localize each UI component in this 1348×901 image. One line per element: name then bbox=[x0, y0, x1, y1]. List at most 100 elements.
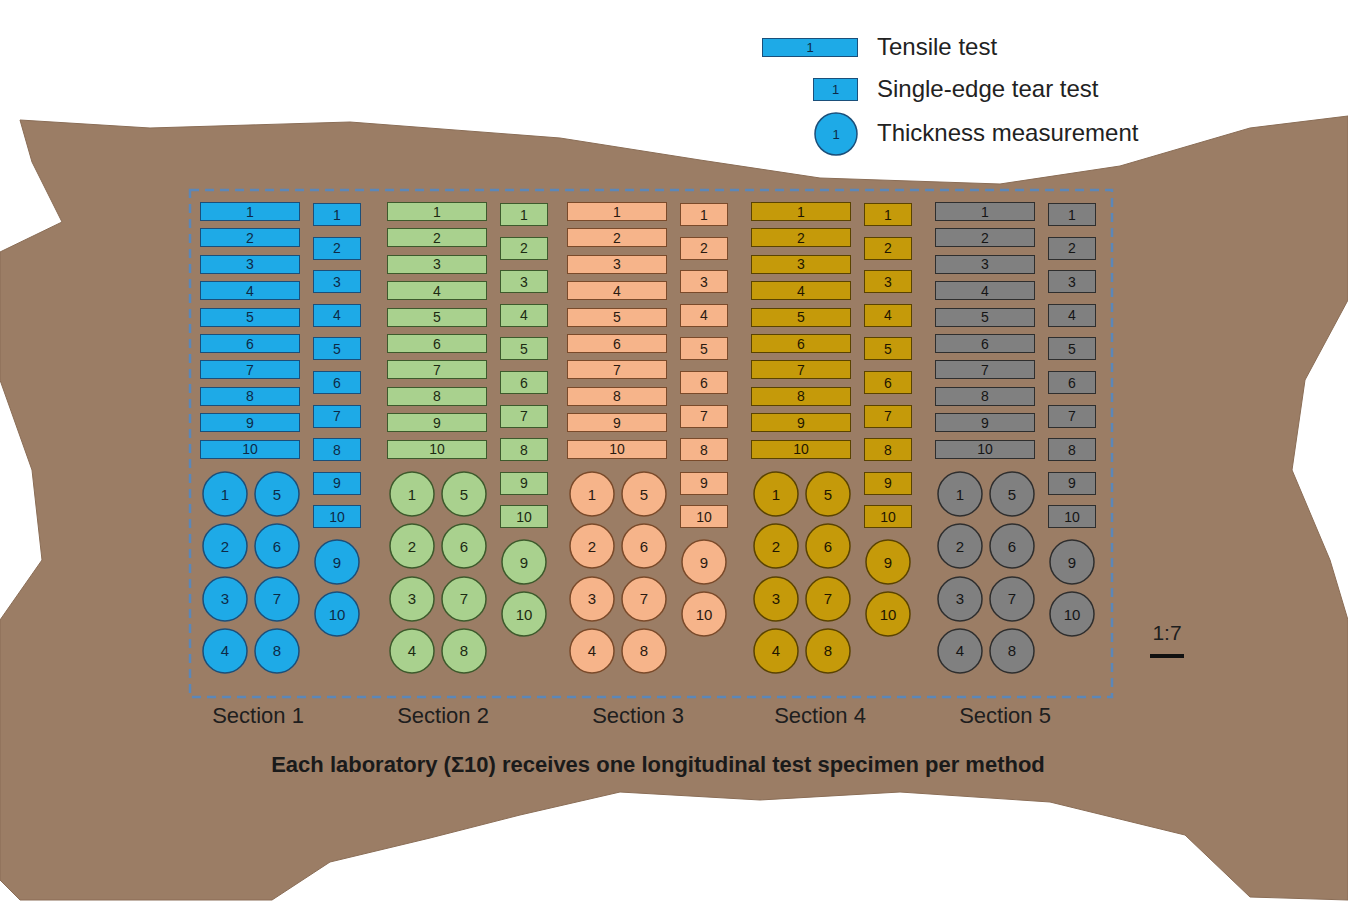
tear-specimen: 2 bbox=[500, 237, 548, 260]
thickness-specimen: 6 bbox=[621, 523, 667, 569]
hide-outline bbox=[0, 116, 1348, 900]
specimen-number: 2 bbox=[613, 231, 621, 245]
legend-text: Thickness measurement bbox=[877, 120, 1138, 146]
specimen-outline bbox=[990, 472, 1034, 516]
specimen-number: 10 bbox=[516, 510, 532, 524]
specimen-number: 3 bbox=[408, 591, 416, 606]
specimen-number: 1 bbox=[588, 487, 596, 502]
tensile-specimen: 1 bbox=[200, 202, 300, 221]
tear-specimen: 5 bbox=[500, 337, 548, 360]
specimen-number: 3 bbox=[700, 275, 708, 289]
specimen-number: 1 bbox=[246, 205, 254, 219]
tensile-specimen: 2 bbox=[935, 228, 1035, 247]
specimen-outline bbox=[502, 592, 546, 636]
specimen-number: 9 bbox=[520, 555, 528, 570]
thickness-specimen: 1 bbox=[937, 471, 983, 517]
tear-specimen: 1 bbox=[864, 203, 912, 226]
specimen-number: 10 bbox=[242, 442, 258, 456]
specimen-outline bbox=[990, 577, 1034, 621]
specimen-number: 2 bbox=[333, 241, 341, 255]
specimen-number: 7 bbox=[520, 409, 528, 423]
tensile-specimen: 2 bbox=[387, 228, 487, 247]
specimen-outline bbox=[806, 472, 850, 516]
tensile-specimen: 10 bbox=[567, 440, 667, 459]
specimen-number: 10 bbox=[609, 442, 625, 456]
specimen-outline bbox=[203, 577, 247, 621]
specimen-outline bbox=[390, 524, 434, 568]
specimen-number: 1 bbox=[613, 205, 621, 219]
thickness-specimen: 5 bbox=[621, 471, 667, 517]
thickness-specimen: 3 bbox=[389, 576, 435, 622]
swatch-number: 1 bbox=[832, 83, 839, 96]
specimen-number: 7 bbox=[433, 363, 441, 377]
tear-specimen: 7 bbox=[864, 405, 912, 428]
legend-text: Tensile test bbox=[877, 34, 997, 60]
specimen-number: 2 bbox=[772, 539, 780, 554]
specimen-number: 7 bbox=[1068, 409, 1076, 423]
specimen-number: 4 bbox=[246, 284, 254, 298]
thickness-specimen: 8 bbox=[805, 628, 851, 674]
thickness-specimen: 10 bbox=[681, 591, 727, 637]
thickness-specimen: 6 bbox=[989, 523, 1035, 569]
specimen-outline bbox=[1050, 592, 1094, 636]
specimen-number: 7 bbox=[884, 409, 892, 423]
thickness-specimen: 10 bbox=[1049, 591, 1095, 637]
tear-specimen: 10 bbox=[500, 505, 548, 528]
tear-specimen: 1 bbox=[1048, 203, 1096, 226]
cutting-area bbox=[190, 190, 1112, 697]
specimen-outline bbox=[570, 629, 614, 673]
specimen-number: 9 bbox=[797, 416, 805, 430]
specimen-outline bbox=[866, 592, 910, 636]
section-label: Section 4 bbox=[774, 704, 866, 728]
legend-text: Single-edge tear test bbox=[877, 76, 1098, 102]
specimen-number: 4 bbox=[981, 284, 989, 298]
specimen-outline bbox=[938, 629, 982, 673]
thickness-specimen: 10 bbox=[314, 591, 360, 637]
specimen-number: 8 bbox=[613, 389, 621, 403]
specimen-outline bbox=[754, 472, 798, 516]
tensile-specimen: 7 bbox=[200, 360, 300, 379]
specimen-number: 4 bbox=[433, 284, 441, 298]
tensile-specimen: 6 bbox=[200, 334, 300, 353]
specimen-number: 9 bbox=[520, 476, 528, 490]
thickness-specimen: 2 bbox=[753, 523, 799, 569]
specimen-outline bbox=[502, 540, 546, 584]
tear-specimen: 4 bbox=[1048, 304, 1096, 327]
tensile-specimen: 7 bbox=[751, 360, 851, 379]
thickness-specimen: 1 bbox=[753, 471, 799, 517]
specimen-number: 8 bbox=[246, 389, 254, 403]
specimen-outline bbox=[806, 629, 850, 673]
specimen-number: 2 bbox=[221, 539, 229, 554]
specimen-number: 9 bbox=[613, 416, 621, 430]
specimen-number: 5 bbox=[797, 310, 805, 324]
specimen-outline bbox=[390, 472, 434, 516]
specimen-number: 7 bbox=[273, 591, 281, 606]
tensile-specimen: 6 bbox=[387, 334, 487, 353]
tensile-specimen: 7 bbox=[567, 360, 667, 379]
specimen-number: 1 bbox=[333, 208, 341, 222]
thickness-specimen: 4 bbox=[753, 628, 799, 674]
specimen-outline bbox=[255, 629, 299, 673]
tear-specimen: 6 bbox=[500, 371, 548, 394]
specimen-number: 7 bbox=[333, 409, 341, 423]
specimen-outline bbox=[203, 472, 247, 516]
specimen-outline bbox=[255, 524, 299, 568]
specimen-number: 10 bbox=[880, 510, 896, 524]
thickness-specimen: 8 bbox=[989, 628, 1035, 674]
tear-specimen: 8 bbox=[864, 438, 912, 461]
specimen-number: 3 bbox=[1068, 275, 1076, 289]
specimen-outline bbox=[938, 577, 982, 621]
tear-specimen: 9 bbox=[864, 472, 912, 495]
specimen-number: 10 bbox=[1064, 607, 1081, 622]
specimen-number: 4 bbox=[772, 643, 780, 658]
specimen-number: 10 bbox=[696, 510, 712, 524]
thickness-specimen: 8 bbox=[441, 628, 487, 674]
tensile-specimen: 9 bbox=[935, 413, 1035, 432]
specimen-number: 8 bbox=[700, 443, 708, 457]
specimen-number: 1 bbox=[700, 208, 708, 222]
legend-swatch: 1 bbox=[813, 78, 858, 101]
specimen-number: 7 bbox=[1008, 591, 1016, 606]
specimen-number: 9 bbox=[333, 476, 341, 490]
specimen-number: 2 bbox=[797, 231, 805, 245]
thickness-specimen: 10 bbox=[865, 591, 911, 637]
